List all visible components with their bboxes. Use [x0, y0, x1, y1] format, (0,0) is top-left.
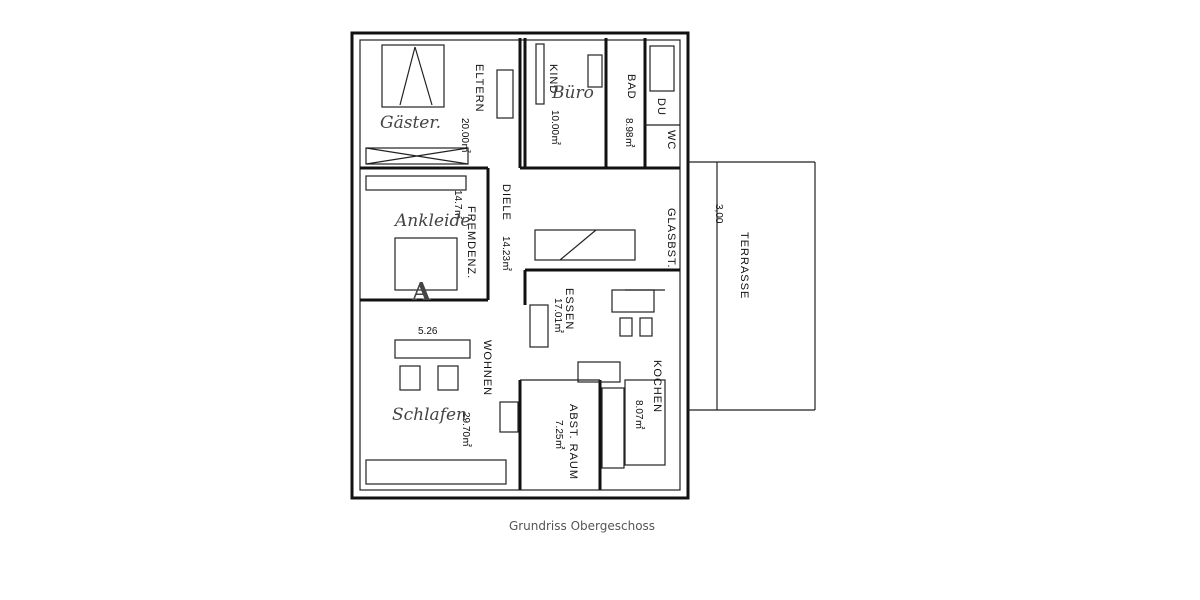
room-label-du: DU	[655, 98, 667, 116]
room-label-kochen: KOCHEN	[651, 360, 663, 413]
room-area-wohnen: 29.70㎡	[460, 412, 472, 447]
handwritten-mark-a: A	[411, 277, 431, 306]
handwritten-note-buero: Büro	[551, 83, 594, 103]
room-area-fremdenz: 14.7㎡	[452, 190, 464, 219]
room-area-eltern: 20.00㎡	[459, 118, 471, 153]
handwritten-note-ankleide: Ankleide	[393, 211, 470, 231]
room-area-bad: 8.98㎡	[623, 118, 635, 147]
room-label-abst-raum: ABST. RAUM	[567, 404, 579, 480]
room-label-bad: BAD	[625, 74, 637, 100]
room-area-diele: 14.23㎡	[500, 236, 512, 271]
terrace	[688, 161, 816, 411]
room-label-glasbst: GLASBST.	[665, 208, 677, 269]
furniture	[365, 43, 675, 485]
handwritten-note-gaester: Gäster.	[380, 113, 441, 133]
room-label-wc: WC	[665, 130, 677, 150]
room-label-eltern: ELTERN	[473, 64, 485, 113]
room-label-wohnen: WOHNEN	[481, 340, 493, 396]
terrace-dimension: 3,00	[713, 204, 724, 224]
room-area-essen: 17.01㎡	[552, 298, 564, 333]
room-label-fremdenz: FREMDENZ.	[465, 206, 477, 279]
handwritten-note-schlafen: Schlafen	[392, 405, 467, 425]
interior-walls	[360, 38, 680, 490]
room-label-essen: ESSEN	[563, 288, 575, 330]
room-area-kochen: 8.07㎡	[633, 400, 645, 429]
room-label-kind: KIND	[547, 64, 559, 94]
outer-wall	[350, 31, 690, 500]
handwritten-dimension: 5.26	[418, 326, 438, 337]
room-label-diele: DIELE	[500, 184, 512, 221]
room-labels: ELTERN 20.00㎡ Gäster. KIND 10.00㎡ Büro B…	[380, 64, 750, 480]
room-area-kind: 10.00㎡	[549, 110, 561, 145]
room-label-terrasse: TERRASSE	[738, 232, 750, 299]
image-caption: Grundriss Obergeschoss	[508, 519, 656, 533]
room-area-abst-raum: 7.25㎡	[553, 420, 565, 449]
